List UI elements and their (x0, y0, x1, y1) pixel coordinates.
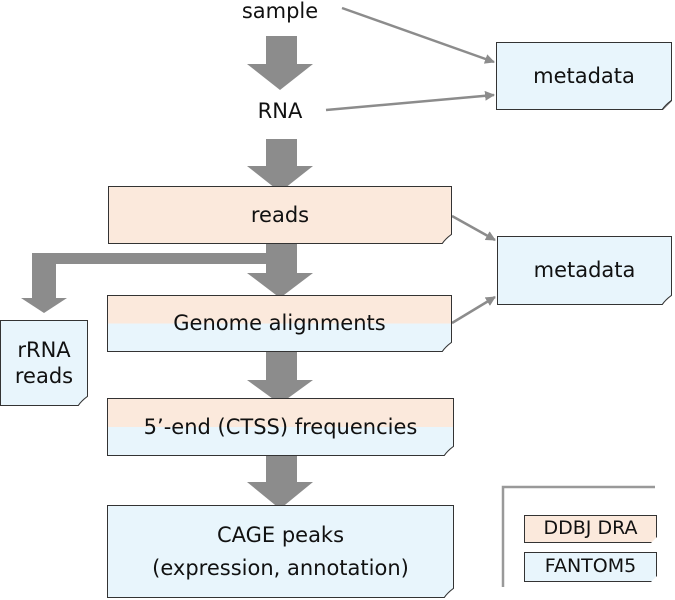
legend-item-fantom5: FANTOM5 (524, 552, 657, 582)
arrow-sample-to-rna (247, 36, 313, 90)
arrow-ctss-to-cage (247, 456, 313, 509)
cage-label-line1: CAGE peaks (216, 523, 345, 548)
arrow-reads-to-alignments (247, 244, 313, 298)
arrow-sample-to-metadata (341, 6, 495, 64)
page-fold-icon (442, 234, 452, 244)
legend-item-ddbj: DDBJ DRA (524, 515, 657, 543)
node-cage-peaks: CAGE peaks (expression, annotation) (107, 505, 454, 598)
page-fold-icon (444, 446, 454, 456)
metadata-middle-label: metadata (533, 258, 636, 283)
legend-fantom5-label: FANTOM5 (544, 555, 637, 578)
cage-label-line2: (expression, annotation) (152, 555, 409, 580)
legend-bracket (501, 485, 655, 587)
node-metadata-middle: metadata (497, 236, 672, 305)
genome-alignments-label: Genome alignments (173, 311, 386, 336)
page-fold-icon (651, 537, 657, 543)
node-reads: reads (108, 186, 452, 244)
arrow-reads-to-metadata (451, 214, 496, 242)
page-fold-icon (442, 342, 452, 352)
rrna-reads-label-line1: rRNA (17, 337, 71, 362)
rrna-reads-label-line2: reads (14, 364, 74, 388)
page-fold-icon (662, 100, 672, 110)
metadata-top-label: metadata (533, 63, 635, 88)
node-genome-alignments: Genome alignments (107, 295, 452, 352)
arrow-rna-to-metadata (325, 90, 495, 112)
node-rrna-reads: rRNA reads (0, 320, 88, 406)
node-metadata-top: metadata (496, 42, 672, 110)
page-fold-icon (662, 295, 672, 305)
arrow-alignments-to-ctss (247, 352, 313, 404)
ctss-label: 5’-end (CTSS) frequencies (143, 414, 418, 439)
page-fold-icon (651, 576, 657, 582)
legend-ddbj-label: DDBJ DRA (543, 517, 638, 540)
arrow-alignments-to-metadata (451, 295, 496, 325)
page-fold-icon (444, 588, 454, 598)
reads-label: reads (250, 202, 310, 227)
page-fold-icon (78, 396, 88, 406)
node-sample: sample (241, 0, 319, 23)
arrow-rna-to-reads (247, 139, 313, 192)
arrow-reads-to-rrna (21, 253, 266, 313)
node-ctss-frequencies: 5’-end (CTSS) frequencies (107, 398, 454, 456)
node-rna: RNA (257, 99, 303, 123)
